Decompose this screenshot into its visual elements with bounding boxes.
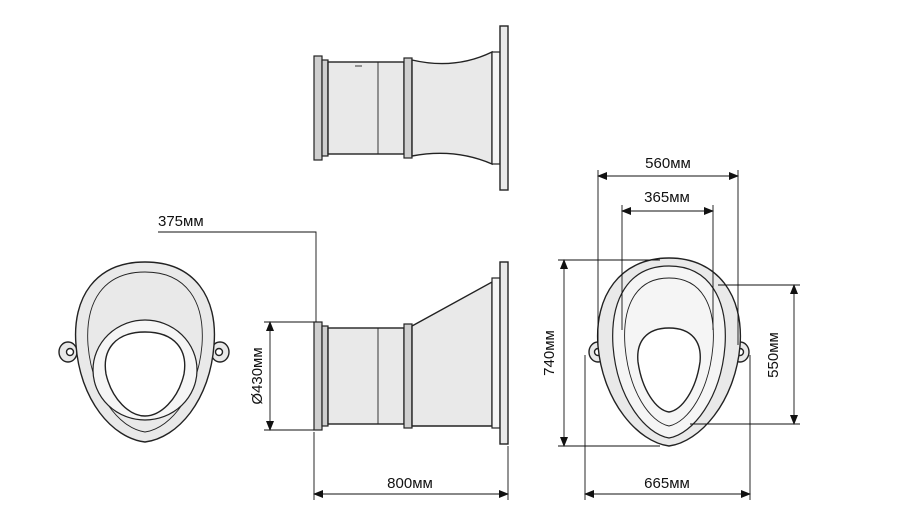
top-flange	[499, 25, 509, 191]
label-top-width: 560мм	[645, 155, 691, 172]
label-length: 800мм	[387, 475, 433, 492]
top-collar	[403, 57, 413, 159]
top-gasket-2	[321, 59, 329, 157]
dimension-length: 800мм	[313, 432, 509, 500]
side-gasket-2	[321, 325, 329, 427]
left-opening	[104, 331, 186, 417]
front-view-right	[588, 257, 750, 447]
label-bottom-width: 665мм	[644, 475, 690, 492]
top-view	[313, 25, 509, 191]
dimension-inner-height: 550мм	[690, 284, 800, 425]
front-view-left	[58, 261, 230, 443]
side-cone	[411, 280, 493, 427]
dimension-neck-offset: 375мм	[158, 213, 317, 322]
label-inner-height: 550мм	[765, 332, 782, 378]
label-neck-offset: 375мм	[158, 213, 204, 230]
top-gasket-1	[313, 55, 323, 161]
dimension-top-width: 560мм	[597, 155, 739, 345]
dimension-overall-height: 740мм	[541, 259, 660, 447]
label-overall-height: 740мм	[541, 330, 558, 376]
label-diameter: Ø430мм	[249, 347, 266, 404]
dimension-inner-width: 365мм	[621, 189, 714, 330]
dimension-diameter: Ø430мм	[249, 321, 314, 431]
side-flange	[499, 261, 509, 445]
side-collar	[403, 323, 413, 429]
top-pipe	[327, 61, 405, 155]
top-flare	[411, 50, 493, 166]
side-gasket-1	[313, 321, 323, 431]
label-inner-width: 365мм	[644, 189, 690, 206]
right-opening	[637, 327, 701, 413]
side-view	[313, 261, 509, 445]
dimension-bottom-width: 665мм	[584, 355, 751, 500]
side-pipe	[327, 327, 405, 425]
